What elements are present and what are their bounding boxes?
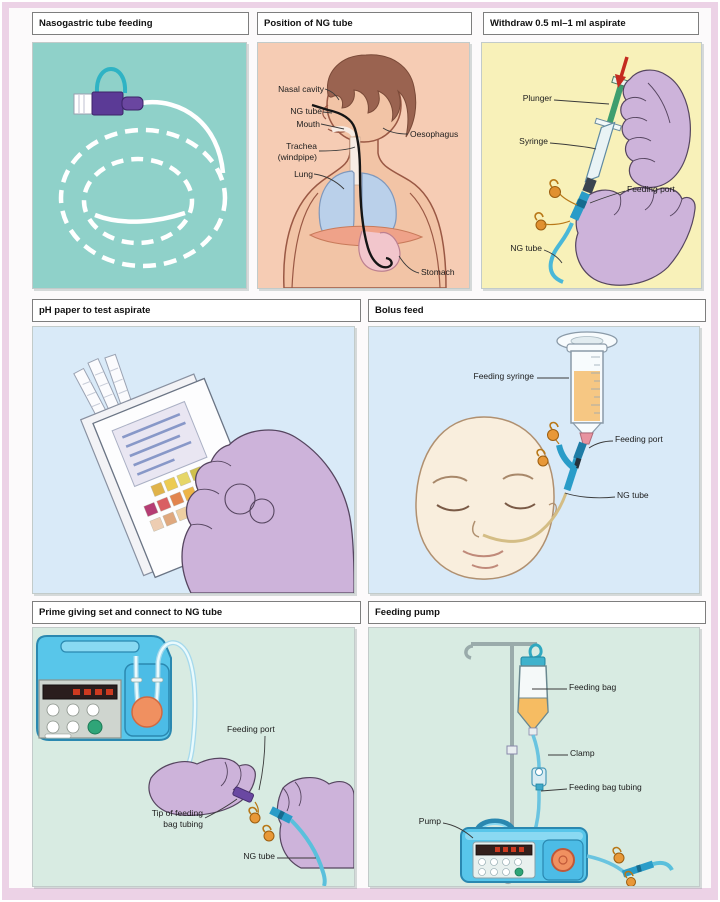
closed-eyes bbox=[436, 502, 536, 512]
hand bbox=[181, 429, 354, 593]
leader-lines bbox=[204, 735, 316, 859]
green-button bbox=[87, 719, 103, 735]
ng-tube-path bbox=[311, 103, 393, 269]
red-arrow-icon bbox=[615, 56, 629, 88]
giving-set-tip bbox=[232, 786, 255, 803]
panel-title-text: Nasogastric tube feeding bbox=[39, 18, 153, 29]
leader-lines bbox=[537, 377, 616, 499]
booklet-label bbox=[111, 400, 208, 488]
feeding-bag bbox=[517, 643, 549, 736]
pump-illustration bbox=[442, 642, 674, 886]
pump-device bbox=[36, 635, 198, 781]
label-stomach: Stomach bbox=[421, 267, 455, 277]
ng-tube-tail bbox=[289, 818, 327, 886]
label-trachea: Trachea (windpipe) bbox=[277, 141, 317, 163]
upper-hand bbox=[620, 69, 691, 188]
label-ng-tube: NG tube bbox=[243, 851, 275, 861]
panel-ph-paper-canvas bbox=[32, 326, 355, 594]
panel-title-position: Position of NG tube bbox=[257, 12, 472, 35]
left-hand bbox=[148, 757, 256, 816]
panel-title-text: Bolus feed bbox=[375, 305, 424, 316]
panel-position-canvas: Nasal cavity NG tube Mouth Oesophagus Tr… bbox=[257, 42, 470, 289]
label-nasal-cavity: Nasal cavity bbox=[278, 84, 324, 94]
ng-tube-tail bbox=[548, 222, 574, 284]
clamp bbox=[531, 767, 547, 791]
label-clamp: Clamp bbox=[570, 748, 595, 758]
panel-title-bolus: Bolus feed bbox=[368, 299, 706, 322]
leader-lines bbox=[442, 688, 568, 839]
hair bbox=[326, 54, 417, 138]
port-assembly bbox=[536, 421, 587, 492]
label-mouth: Mouth bbox=[296, 119, 320, 129]
label-ng-tube: NG tube bbox=[617, 490, 649, 500]
mouth-cavity bbox=[331, 126, 357, 138]
feeding-syringe bbox=[556, 331, 618, 445]
pump-dial bbox=[551, 848, 575, 872]
panel-title-ph-paper: pH paper to test aspirate bbox=[32, 299, 361, 322]
pump-box bbox=[460, 818, 588, 883]
leader-lines bbox=[543, 99, 626, 264]
label-pump: Pump bbox=[418, 816, 441, 826]
label-plunger: Plunger bbox=[522, 93, 552, 103]
panel-title-ng-tube: Nasogastric tube feeding bbox=[32, 12, 249, 35]
panel-withdraw-canvas: Plunger Syringe Feeding port NG tube bbox=[481, 42, 702, 289]
panel-title-text: pH paper to test aspirate bbox=[39, 305, 151, 316]
feed-liquid bbox=[517, 697, 549, 729]
pump-green-button bbox=[514, 867, 524, 877]
panel-pump-canvas: Feeding bag Clamp Feeding bag tubing Pum… bbox=[368, 627, 700, 887]
label-tip-of-tubing: Tip of feeding bag tubing bbox=[151, 808, 203, 830]
label-oesophagus: Oesophagus bbox=[410, 129, 459, 139]
nose bbox=[471, 520, 480, 538]
coiled-tube bbox=[58, 99, 228, 269]
label-feeding-port: Feeding port bbox=[227, 724, 275, 734]
label-ng-tube: NG tube bbox=[510, 243, 542, 253]
withdraw-illustration bbox=[534, 56, 696, 286]
label-feeding-port: Feeding port bbox=[615, 434, 663, 444]
panel-title-text: Position of NG tube bbox=[264, 18, 353, 29]
lungs bbox=[318, 170, 397, 242]
roller-wheel bbox=[131, 696, 163, 728]
panel-title-text: Prime giving set and connect to NG tube bbox=[39, 607, 223, 618]
bolus-illustration bbox=[415, 331, 618, 580]
connectors bbox=[232, 786, 327, 886]
label-feeding-port: Feeding port bbox=[627, 184, 675, 194]
child-head bbox=[322, 54, 417, 143]
ng-tube-illustration bbox=[58, 67, 228, 269]
ph-paper-illustration bbox=[73, 353, 354, 593]
leader-lines bbox=[313, 88, 420, 274]
tube-connector bbox=[73, 67, 144, 116]
panel-title-pump: Feeding pump bbox=[368, 601, 706, 624]
label-lung: Lung bbox=[294, 169, 313, 179]
panel-ng-tube-canvas bbox=[32, 42, 247, 289]
prime-illustration bbox=[36, 635, 354, 886]
ng-connector bbox=[612, 846, 674, 886]
panel-prime-canvas: Feeding port Tip of feeding bag tubing N… bbox=[32, 627, 355, 887]
nose bbox=[322, 104, 329, 120]
label-feeding-bag-tubing: Feeding bag tubing bbox=[569, 782, 642, 792]
position-illustration bbox=[283, 54, 447, 288]
mouth bbox=[462, 550, 504, 569]
baby-head bbox=[415, 416, 557, 580]
label-syringe: Syringe bbox=[519, 136, 548, 146]
ng-tube-on-face bbox=[482, 492, 568, 543]
label-feeding-bag: Feeding bag bbox=[569, 682, 617, 692]
panel-title-text: Feeding pump bbox=[375, 607, 440, 618]
lower-hand bbox=[575, 186, 696, 286]
label-feeding-syringe: Feeding syringe bbox=[473, 371, 534, 381]
milk bbox=[574, 371, 600, 421]
panel-bolus-canvas: Feeding syringe Feeding port NG tube bbox=[368, 326, 700, 594]
panel-title-withdraw: Withdraw 0.5 ml–1 ml aspirate bbox=[483, 12, 699, 35]
label-ng-tube: NG tube bbox=[290, 106, 322, 116]
syringe-tip bbox=[579, 432, 594, 445]
panel-title-prime: Prime giving set and connect to NG tube bbox=[32, 601, 361, 624]
keypad bbox=[38, 679, 122, 739]
panel-title-text: Withdraw 0.5 ml–1 ml aspirate bbox=[490, 18, 626, 29]
feeding-port bbox=[534, 179, 591, 231]
